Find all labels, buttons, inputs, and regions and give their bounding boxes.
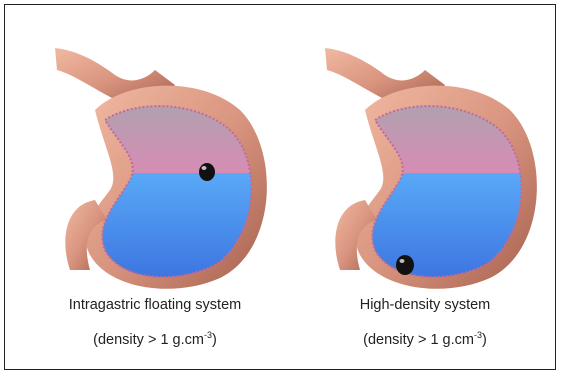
density-close: ): [212, 332, 217, 348]
floating-density-caption: (density > 1 g.cm-3): [25, 325, 285, 350]
high-density-density-caption: (density > 1 g.cm-3): [295, 325, 555, 350]
tablet-highlight: [202, 166, 207, 170]
stomach-illustration-floating: [25, 40, 285, 290]
density-exponent: -3: [204, 330, 212, 340]
sunk-tablet: [396, 255, 414, 275]
density-text: (density > 1 g.cm: [363, 332, 474, 348]
density-text: (density > 1 g.cm: [93, 332, 204, 348]
floating-system-panel: Intragastric floating system (density > …: [25, 5, 285, 365]
high-density-caption: High-density system: [295, 295, 555, 315]
high-density-system-panel: High-density system (density > 1 g.cm-3): [295, 5, 555, 365]
floating-system-caption: Intragastric floating system: [25, 295, 285, 315]
stomach-illustration-high-density: [295, 40, 555, 290]
density-exponent: -3: [474, 330, 482, 340]
floating-tablet: [199, 163, 215, 181]
tablet-highlight: [400, 259, 405, 263]
figure-frame: Intragastric floating system (density > …: [4, 4, 556, 370]
density-close: ): [482, 332, 487, 348]
